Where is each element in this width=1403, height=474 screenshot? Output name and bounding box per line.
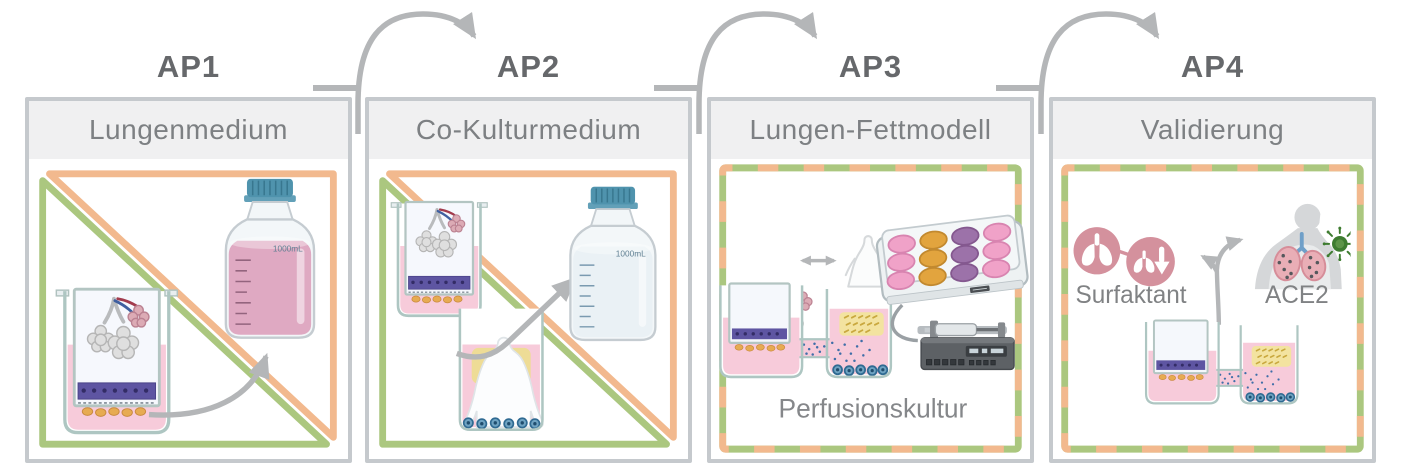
coughing-person-illustration: [1252, 201, 1351, 290]
obese-figure-well-illustration: [458, 307, 545, 431]
ap4-dashed-border: [1061, 164, 1364, 453]
ap1-box: Lungenmedium 1000mL: [25, 97, 352, 463]
ap1-triangle-borders: [39, 170, 337, 448]
panel-ap4: AP4 Validierung Surfaktant ACE2: [1049, 49, 1376, 463]
bottle-volume-label: 1000mL: [273, 244, 303, 254]
ap4-box: Validierung Surfaktant ACE2: [1049, 97, 1376, 463]
ap1-step-label: AP1: [156, 49, 221, 84]
transfer-arrow-icon: [455, 276, 577, 360]
transfer-arrow-icon: [148, 352, 270, 418]
ap1-title: Lungenmedium: [29, 101, 348, 159]
tube: [890, 303, 918, 343]
syringe-pump-illustration: [915, 319, 1016, 372]
ap2-title: Co-Kulturmedium: [369, 101, 688, 159]
lung-well-illustration: [391, 202, 487, 316]
bottle-volume-label: 1000mL: [616, 249, 646, 259]
surfactant-label: Surfaktant: [1075, 282, 1186, 309]
ap3-title: Lungen-Fettmodell: [711, 101, 1030, 159]
ap3-step-label: AP3: [838, 49, 903, 84]
lung-badge-icon: [1074, 227, 1121, 274]
lung-decrease-badge-icon: [1126, 237, 1175, 286]
ace2-label: ACE2: [1265, 282, 1329, 309]
ap4-title: Validierung: [1053, 101, 1372, 159]
media-bottle-illustration: [569, 186, 657, 342]
ap1-content: 1000mL: [29, 159, 348, 459]
multiwell-plate-illustration: [874, 212, 1030, 307]
fork-arrow-icon: [1200, 236, 1244, 325]
panel-ap3: AP3 Lungen-Fettmodell: [707, 49, 1034, 463]
ap3-box: Lungen-Fettmodell Perfusi: [707, 97, 1034, 463]
ap3-content: Perfusionskultur: [711, 159, 1030, 459]
ap2-box: Co-Kulturmedium 1000mL: [365, 97, 692, 463]
perfusion-caption: Perfusionskultur: [779, 393, 968, 423]
ap4-content: Surfaktant ACE2: [1053, 159, 1372, 459]
panel-ap1: AP1 Lungenmedium 1000mL: [25, 49, 352, 463]
lung-well-illustration: [56, 289, 177, 432]
media-bottle-illustration: [224, 178, 316, 339]
ap4-step-label: AP4: [1180, 49, 1245, 84]
panel-ap2: AP2 Co-Kulturmedium 1000mL: [365, 49, 692, 463]
ap2-content: 1000mL: [369, 159, 688, 459]
validation-dual-well-illustration: [1144, 319, 1299, 405]
ap2-step-label: AP2: [496, 49, 561, 84]
